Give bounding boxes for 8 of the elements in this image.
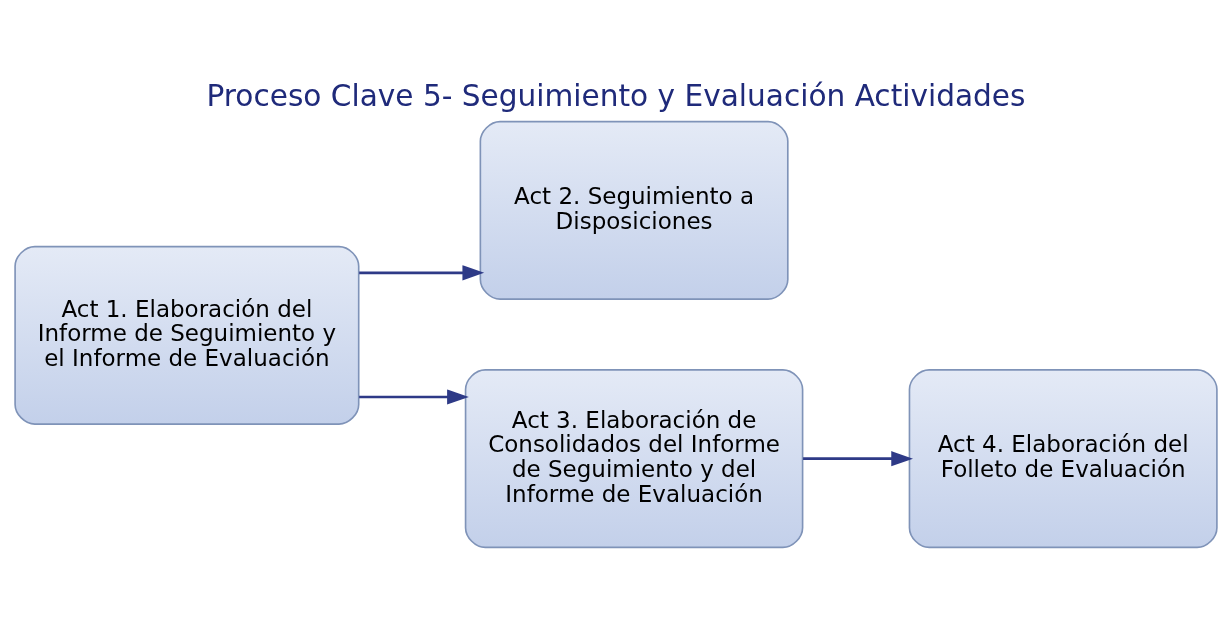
node-box: Act 4. Elaboración del Folleto de Evaluación xyxy=(908,369,1218,549)
arrow xyxy=(359,265,485,281)
node-box: Act 2. Seguimiento a Disposiciones xyxy=(479,120,789,300)
diagram-title: Proceso Clave 5- Seguimiento y Evaluación Actividades xyxy=(206,78,1026,113)
node-box: Act 3. Elaboración de Consolidados del Informe de Seguimiento y del Informe de Evaluación xyxy=(464,369,804,549)
arrow xyxy=(803,451,913,467)
node-box: Act 1. Elaboración del Informe de Seguimiento y el Informe de Evaluación xyxy=(14,245,360,425)
arrow xyxy=(359,389,469,405)
